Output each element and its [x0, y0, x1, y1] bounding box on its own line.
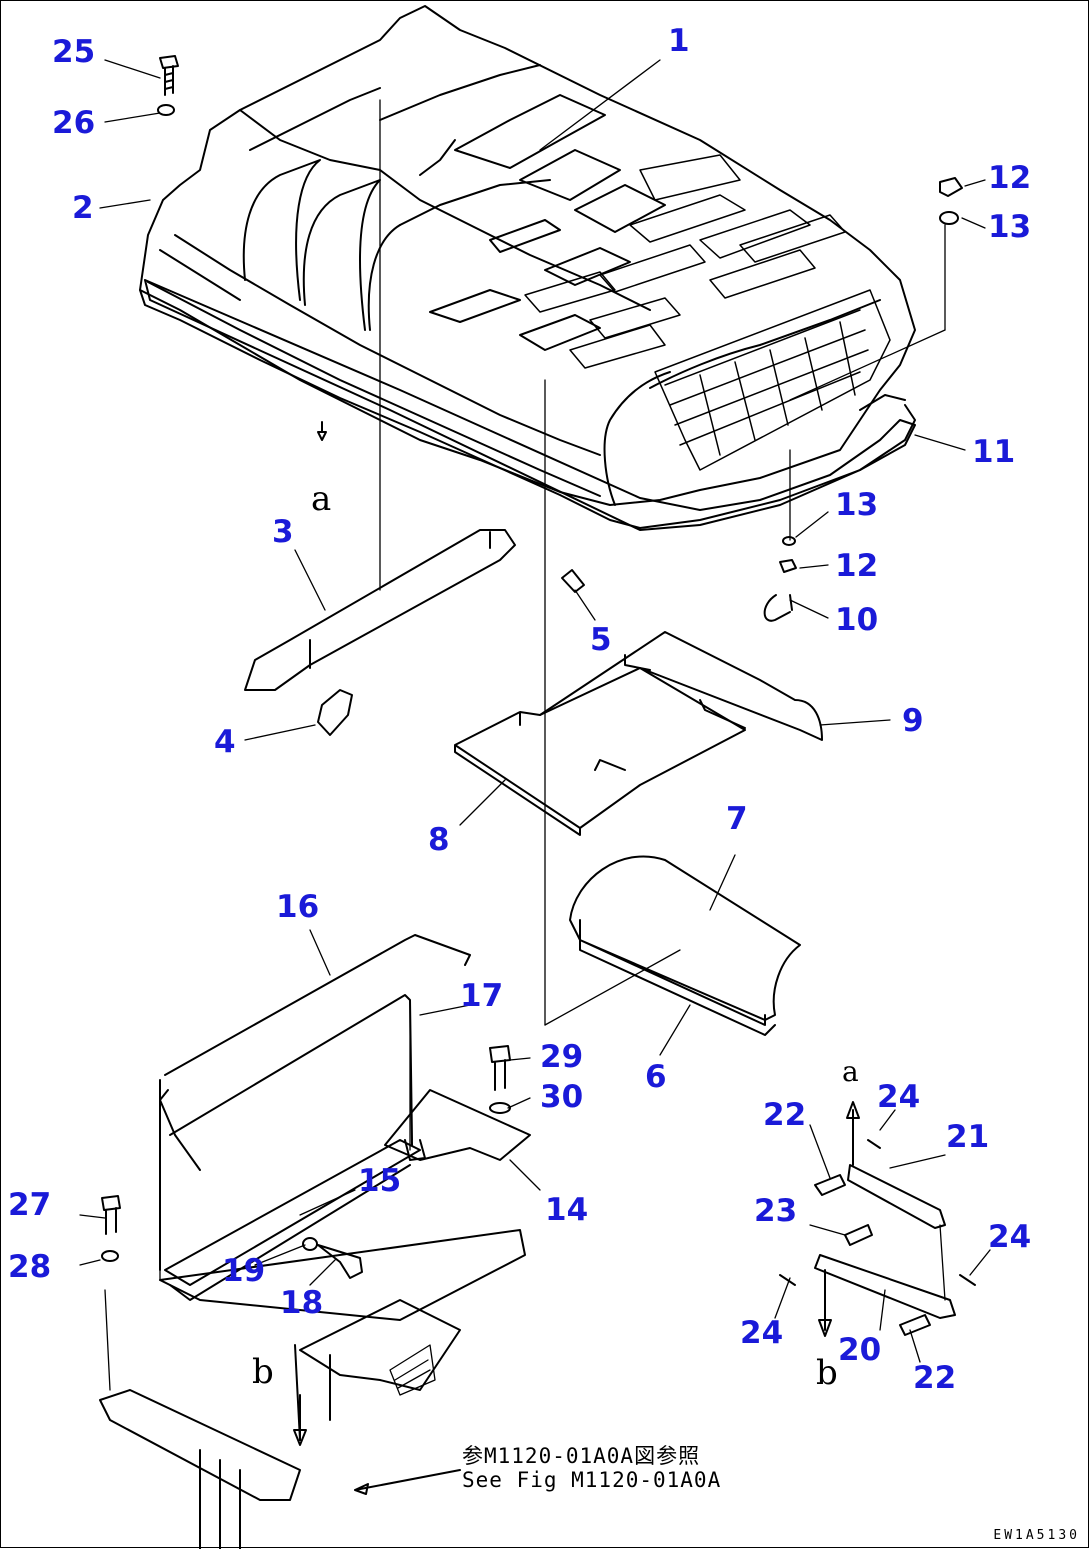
callout-3: 3 [272, 514, 294, 550]
b-arrow [818, 1269, 832, 1337]
callout-17: 17 [460, 978, 504, 1014]
view-letter-b-arrow: b [816, 1353, 838, 1393]
callout-27: 27 [8, 1187, 52, 1223]
callout-20: 20 [838, 1332, 882, 1368]
callout-25: 25 [52, 34, 96, 70]
reference-note: 参M1120-01A0A図参照 See Fig M1120-01A0A [462, 1444, 721, 1492]
view-letter-b-left: b [252, 1352, 274, 1392]
pin-part-22-lower [899, 1314, 931, 1336]
callout-21: 21 [946, 1119, 990, 1155]
callout-11: 11 [972, 434, 1016, 470]
bolt-part-27 [101, 1195, 121, 1235]
seat-base [99, 1229, 526, 1549]
washer-part-13-top [939, 211, 959, 225]
washer-part-26 [157, 104, 175, 116]
callout-28: 28 [8, 1249, 52, 1285]
callout-8: 8 [428, 822, 450, 858]
callout-7: 7 [726, 801, 748, 837]
pad-part-6 [579, 939, 776, 1036]
cotter-part-24 [779, 1139, 976, 1286]
callout-19: 19 [222, 1253, 266, 1289]
bolt-part-18 [317, 1244, 363, 1279]
wire-part-16 [159, 934, 471, 1271]
callout-1: 1 [668, 23, 690, 59]
callout-26: 26 [52, 105, 96, 141]
nut-part-12-top [939, 177, 963, 197]
grille-small [389, 1344, 436, 1396]
nut-part-12 [779, 559, 797, 573]
bar-part-20 [814, 1254, 956, 1319]
screw-mark [317, 421, 327, 441]
callout-23: 23 [754, 1193, 798, 1229]
callout-22-upper: 22 [763, 1097, 807, 1133]
callout-13-lower: 13 [835, 487, 879, 523]
callout-24-right: 24 [988, 1219, 1032, 1255]
vent-grille [524, 154, 891, 471]
view-letter-a-arrow: a [842, 1055, 859, 1088]
callout-12-lower: 12 [835, 548, 879, 584]
leader-lines [79, 59, 991, 1363]
figure-code: EW1A5130 [993, 1528, 1080, 1543]
callout-13-top: 13 [988, 209, 1032, 245]
callout-14: 14 [545, 1192, 589, 1228]
reference-note-jp: 参M1120-01A0A図参照 [462, 1444, 701, 1468]
pin-part-23 [844, 1224, 873, 1246]
bar-part-17 [169, 994, 413, 1146]
cushion-part-7 [569, 855, 801, 1026]
callout-10: 10 [835, 602, 879, 638]
callout-29: 29 [540, 1039, 584, 1075]
view-letter-a-top: a [311, 479, 332, 519]
plug-part-4 [317, 689, 353, 736]
washer-part-19 [302, 1237, 318, 1251]
callout-4: 4 [214, 724, 236, 760]
rail-part-15 [164, 1139, 421, 1301]
callout-15: 15 [358, 1163, 402, 1199]
clip-part-5 [561, 569, 585, 593]
callout-24-left: 24 [740, 1315, 784, 1351]
seal-part-11 [144, 279, 916, 531]
assembly-lines [104, 99, 946, 1391]
callout-2: 2 [72, 190, 94, 226]
washer-part-30 [489, 1102, 511, 1114]
callout-16: 16 [276, 889, 320, 925]
callout-22-lower: 22 [913, 1360, 957, 1396]
callout-9: 9 [902, 703, 924, 739]
pin-part-22-upper [814, 1174, 846, 1196]
bar-part-21 [847, 1164, 946, 1229]
cover-part-1 [139, 5, 916, 529]
bolt-part-25 [159, 55, 179, 96]
reference-note-en: See Fig M1120-01A0A [462, 1468, 722, 1493]
callout-5: 5 [590, 622, 612, 658]
rail-part-3 [244, 529, 516, 691]
callout-18: 18 [280, 1285, 324, 1321]
bolt-part-29 [489, 1045, 511, 1091]
a-arrow [846, 1101, 860, 1166]
callout-24-top: 24 [877, 1079, 921, 1115]
callout-30: 30 [540, 1079, 584, 1115]
plate-part-14 [384, 1089, 531, 1161]
washer-part-28 [101, 1250, 119, 1262]
b-arrow-left [293, 1394, 307, 1446]
washer-part-13 [782, 536, 796, 546]
mat-part-8 [454, 667, 746, 836]
callout-6: 6 [645, 1059, 667, 1095]
callout-12-top: 12 [988, 160, 1032, 196]
bracket-part-10 [763, 594, 793, 622]
reference-arrow [354, 1469, 461, 1495]
mat-part-9 [539, 631, 823, 741]
